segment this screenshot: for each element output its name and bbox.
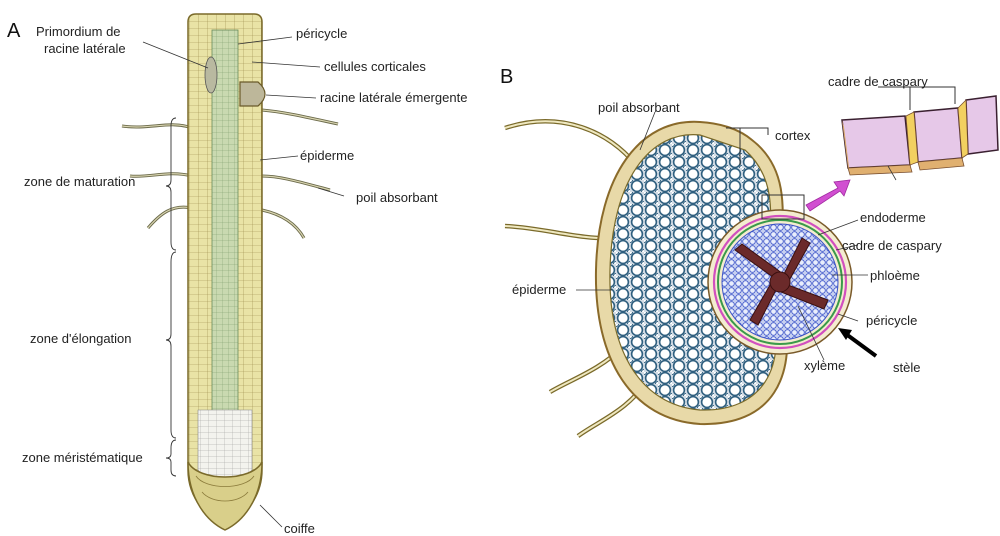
label-cellules-corticales: cellules corticales: [324, 59, 426, 74]
casparian-strip-inset: [842, 96, 998, 175]
label-primordium: Primordium de: [36, 24, 121, 39]
label-poil-absorbant-b: poil absorbant: [598, 100, 680, 115]
label-coiffe: coiffe: [284, 521, 315, 536]
label-zone-maturation: zone de maturation: [24, 174, 135, 189]
label-stele: stèle: [893, 360, 920, 375]
label-cadre-caspary: cadre de caspary: [842, 238, 942, 253]
panel-label-b: B: [500, 66, 513, 89]
panel-label-a: A: [7, 20, 20, 43]
label-endoderme: endoderme: [860, 210, 926, 225]
panel-b-root-cross-section: [505, 87, 998, 436]
label-cortex: cortex: [775, 128, 810, 143]
label-zone-meristematique: zone méristématique: [22, 450, 143, 465]
label-epiderme-b: épiderme: [512, 282, 566, 297]
label-zone-elongation: zone d'élongation: [30, 331, 132, 346]
label-racine-emergente: racine latérale émergente: [320, 90, 467, 105]
label-phloeme: phloème: [870, 268, 920, 283]
label-primordium-2: racine latérale: [44, 41, 126, 56]
panel-a-root-longitudinal: [122, 14, 344, 530]
label-pericycle-b: péricycle: [866, 313, 917, 328]
label-pericycle-a: péricycle: [296, 26, 347, 41]
label-poil-absorbant-a: poil absorbant: [356, 190, 438, 205]
label-epiderme-a: épiderme: [300, 148, 354, 163]
label-cadre-caspary-top: cadre de caspary: [828, 74, 928, 89]
label-xyleme: xylème: [804, 358, 845, 373]
